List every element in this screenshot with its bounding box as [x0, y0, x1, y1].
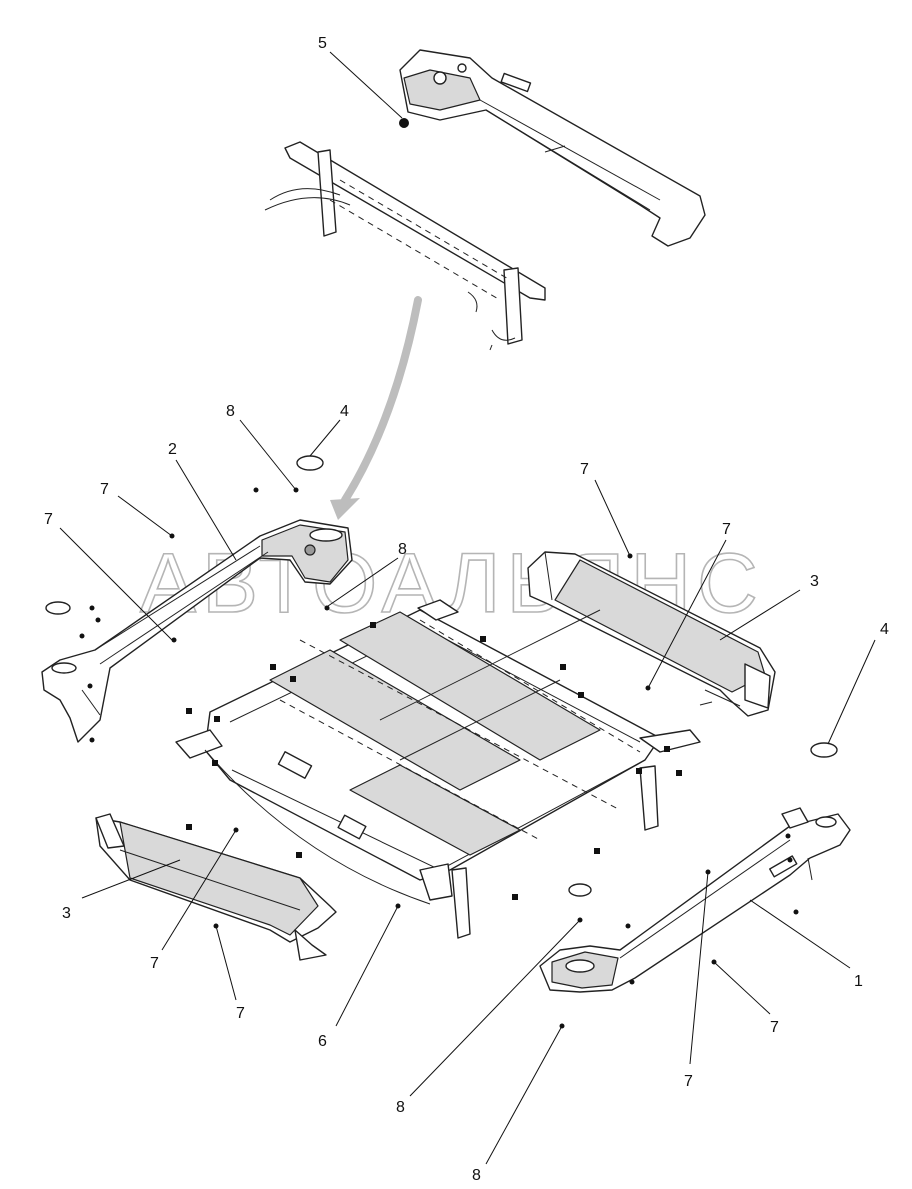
callout-8-lower: 8	[396, 1099, 405, 1116]
assembly-direction-arrow	[330, 296, 422, 520]
callout-8-center: 8	[398, 541, 407, 558]
callout-8-top: 8	[226, 403, 235, 420]
callout-1: 1	[854, 973, 863, 990]
right-top-trim	[527, 551, 776, 717]
leader-lines	[59, 51, 876, 1165]
callout-7-right: 7	[722, 521, 731, 538]
callout-7-left: 7	[44, 511, 53, 528]
fasteners	[79, 487, 799, 1029]
plug-part-5	[399, 118, 409, 128]
callout-5: 5	[318, 35, 327, 52]
plug-part-4-bottom	[568, 883, 592, 897]
callout-7-side: 7	[770, 1019, 779, 1036]
top-roof-rail	[399, 49, 706, 247]
callout-2: 2	[168, 441, 177, 458]
callout-3-left: 3	[62, 905, 71, 922]
side-rail	[539, 807, 851, 993]
callout-4-right: 4	[880, 621, 889, 638]
front-trim	[95, 813, 337, 961]
callouts: 5 8 4 2 7 7 8 7 7 3 4 3 7 7 6 1 7 7 8 8	[44, 35, 889, 1184]
callout-4-top: 4	[340, 403, 349, 420]
callout-7-right-upper: 7	[580, 461, 589, 478]
plug-part-4-left	[45, 601, 71, 615]
callout-7-front-lower: 7	[236, 1005, 245, 1022]
callout-7-side-lower: 7	[684, 1073, 693, 1090]
callout-6: 6	[318, 1033, 327, 1050]
callout-3-right: 3	[810, 573, 819, 590]
callout-7-front: 7	[150, 955, 159, 972]
plug-part-4-right	[810, 742, 838, 758]
roof-frame	[175, 599, 701, 939]
left-roof-rail	[41, 519, 353, 743]
callout-8-bottom: 8	[472, 1167, 481, 1184]
plug-part-4-top	[296, 455, 324, 471]
top-frame-segment	[264, 141, 546, 351]
callout-7-left-upper: 7	[100, 481, 109, 498]
